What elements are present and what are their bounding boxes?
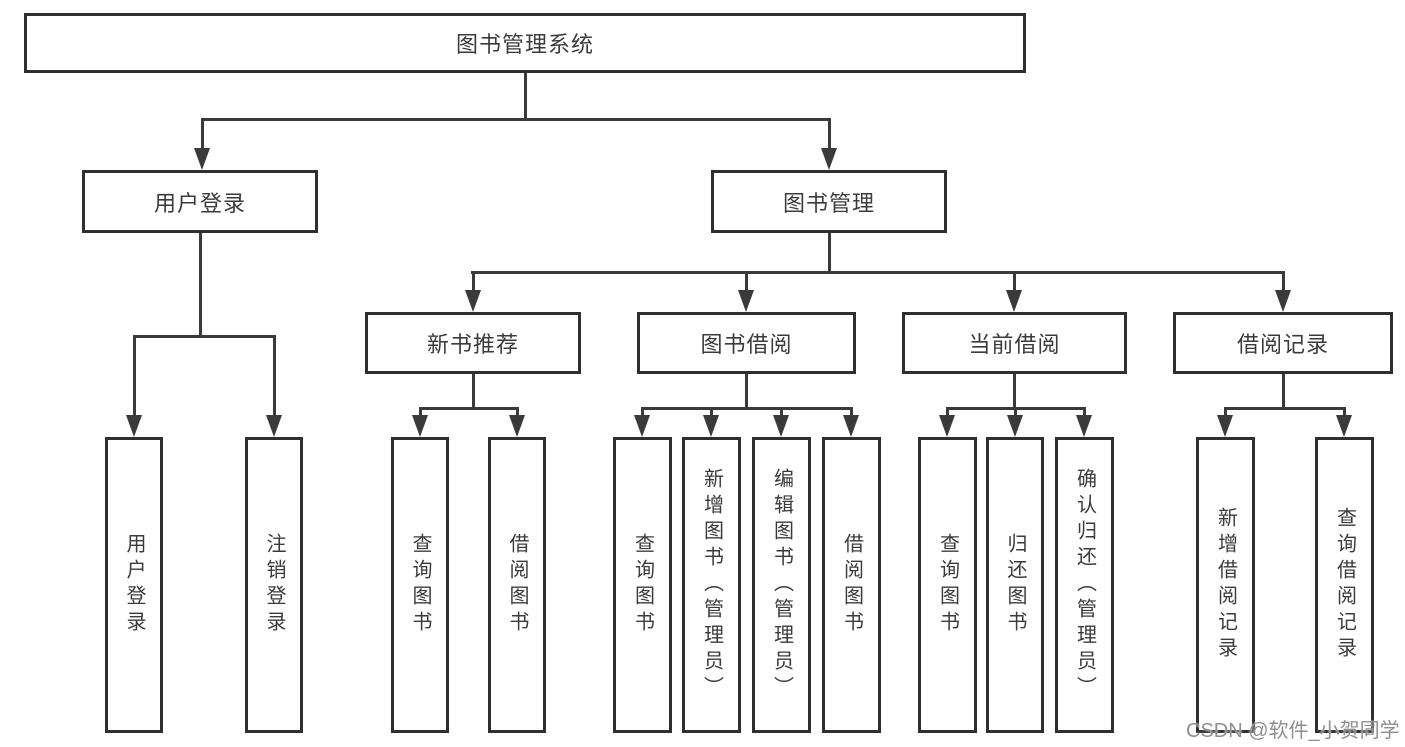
csdn-watermark: CSDN @软件_小贺同学 <box>1186 720 1400 742</box>
connector-line <box>641 407 853 410</box>
node-book-management: 图书管理 <box>711 170 947 233</box>
leaf-return-books-label: 归还图书 <box>1004 533 1026 637</box>
node-book-borrow-label: 图书借阅 <box>700 332 793 357</box>
arrow-down-icon <box>465 290 481 312</box>
node-borrow-records: 借阅记录 <box>1173 312 1393 374</box>
leaf-query-borrow-record-label: 查询借阅记录 <box>1333 507 1356 663</box>
leaf-add-books-admin: 新增图书（管理员） <box>682 437 741 733</box>
leaf-query-books-recommend: 查询图书 <box>391 437 449 733</box>
connector-line <box>1013 374 1016 410</box>
connector-line <box>1343 407 1346 415</box>
arrow-down-icon <box>703 415 719 437</box>
connector-line <box>745 374 748 410</box>
connector-line <box>201 118 830 121</box>
connector-line <box>780 407 783 415</box>
arrow-down-icon <box>1217 415 1233 437</box>
connector-line <box>1282 374 1285 410</box>
node-new-book-recommend: 新书推荐 <box>365 312 581 374</box>
leaf-query-books-current-label: 查询图书 <box>936 533 959 637</box>
connector-line <box>1224 407 1227 415</box>
connector-line <box>828 233 831 274</box>
leaf-query-books-recommend-label: 查询图书 <box>409 533 431 637</box>
leaf-borrow-books-recommend-label: 借阅图书 <box>506 533 528 637</box>
connector-line <box>1014 407 1017 415</box>
arrow-down-icon <box>1336 415 1352 437</box>
node-user-login-label: 用户登录 <box>153 190 246 216</box>
connector-line <box>419 407 519 410</box>
arrow-down-icon <box>509 415 525 437</box>
connector-line <box>472 374 475 410</box>
arrow-down-icon <box>412 415 428 437</box>
leaf-borrow-books: 借阅图书 <box>822 437 881 733</box>
arrow-down-icon <box>821 148 837 170</box>
connector-line <box>471 271 1284 274</box>
node-user-login: 用户登录 <box>82 170 318 233</box>
connector-line <box>201 118 204 148</box>
leaf-return-books: 归还图书 <box>986 437 1044 733</box>
leaf-query-books-borrow: 查询图书 <box>613 437 672 733</box>
node-root: 图书管理系统 <box>24 13 1026 73</box>
leaf-logout: 注销登录 <box>245 437 303 733</box>
leaf-confirm-return-admin: 确认归还（管理员） <box>1055 437 1114 733</box>
node-root-label: 图书管理系统 <box>455 32 594 57</box>
node-book-borrow: 图书借阅 <box>637 312 856 374</box>
arrow-down-icon <box>266 415 282 437</box>
leaf-confirm-return-admin-label: 确认归还（管理员） <box>1073 468 1096 702</box>
leaf-user-login-label: 用户登录 <box>123 533 145 637</box>
connector-line <box>199 233 202 338</box>
connector-line <box>946 407 949 415</box>
leaf-add-borrow-record-label: 新增借阅记录 <box>1214 507 1237 663</box>
arrow-down-icon <box>843 415 859 437</box>
arrow-down-icon <box>126 415 142 437</box>
arrow-down-icon <box>1076 415 1092 437</box>
leaf-add-borrow-record: 新增借阅记录 <box>1196 437 1255 733</box>
connector-line <box>850 407 853 415</box>
connector-line <box>1083 407 1086 415</box>
connector-line <box>828 118 831 148</box>
arrow-down-icon <box>194 148 210 170</box>
connector-line <box>710 407 713 415</box>
leaf-query-borrow-record: 查询借阅记录 <box>1315 437 1374 733</box>
node-current-borrow: 当前借阅 <box>902 312 1127 374</box>
node-new-book-recommend-label: 新书推荐 <box>426 332 519 357</box>
arrow-down-icon <box>1275 290 1291 312</box>
connector-line <box>1282 271 1285 290</box>
node-book-management-label: 图书管理 <box>782 190 875 216</box>
connector-line <box>273 335 276 415</box>
connector-line <box>1224 407 1346 410</box>
leaf-user-login: 用户登录 <box>105 437 163 733</box>
leaf-borrow-books-recommend: 借阅图书 <box>488 437 546 733</box>
connector-line <box>1013 271 1016 290</box>
arrow-down-icon <box>773 415 789 437</box>
connector-line <box>472 271 475 290</box>
arrow-down-icon <box>738 290 754 312</box>
connector-line <box>516 407 519 415</box>
leaf-edit-books-admin: 编辑图书（管理员） <box>752 437 811 733</box>
node-current-borrow-label: 当前借阅 <box>968 332 1061 357</box>
leaf-query-books-current: 查询图书 <box>918 437 977 733</box>
leaf-query-books-borrow-label: 查询图书 <box>631 533 654 637</box>
arrow-down-icon <box>634 415 650 437</box>
connector-line <box>419 407 422 415</box>
connector-line <box>133 335 136 415</box>
arrow-down-icon <box>1007 415 1023 437</box>
leaf-add-books-admin-label: 新增图书（管理员） <box>700 468 723 702</box>
arrow-down-icon <box>1006 290 1022 312</box>
arrow-down-icon <box>939 415 955 437</box>
leaf-logout-label: 注销登录 <box>263 533 285 637</box>
connector-line <box>641 407 644 415</box>
connector-line <box>745 271 748 290</box>
connector-line <box>133 335 276 338</box>
node-borrow-records-label: 借阅记录 <box>1236 332 1329 357</box>
leaf-borrow-books-label: 借阅图书 <box>840 533 863 637</box>
leaf-edit-books-admin-label: 编辑图书（管理员） <box>770 468 793 702</box>
connector-line <box>524 73 527 121</box>
